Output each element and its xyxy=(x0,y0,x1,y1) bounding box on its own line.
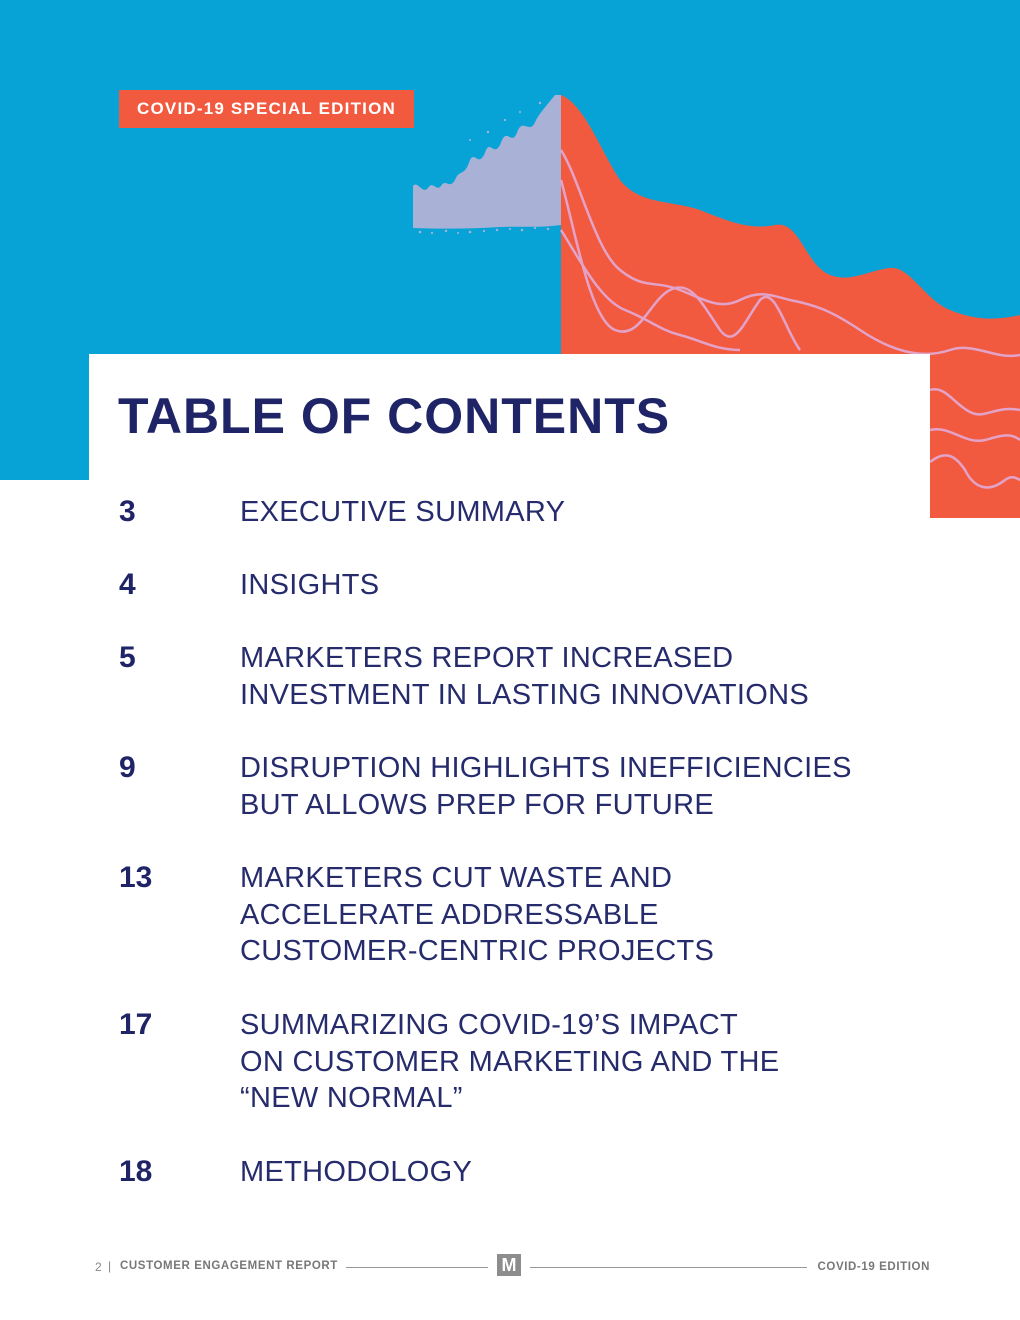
footer-page-number: 2 xyxy=(95,1260,102,1274)
toc-page-number: 17 xyxy=(119,1008,153,1041)
toc-panel xyxy=(89,354,930,534)
toc-entry-title: DISRUPTION HIGHLIGHTS INEFFICIENCIES BUT… xyxy=(240,752,852,821)
toc-page-number: 9 xyxy=(119,751,136,784)
toc-page-number: 5 xyxy=(119,641,136,674)
toc-entry-title: INSIGHTS xyxy=(240,569,380,601)
toc-page-number: 18 xyxy=(119,1155,153,1188)
footer-rule-left xyxy=(346,1267,488,1268)
footer-edition-label: COVID-19 EDITION xyxy=(817,1261,930,1273)
footer-separator: | xyxy=(108,1259,112,1273)
toc-entry-title: METHODOLOGY xyxy=(240,1156,473,1188)
lavender-peak xyxy=(413,95,561,229)
footer-rule-right xyxy=(530,1267,807,1268)
toc-entry-title: EXECUTIVE SUMMARY xyxy=(240,496,566,528)
toc-title: TABLE OF CONTENTS xyxy=(118,388,671,444)
pink-lines xyxy=(559,149,1020,489)
toc-entry-title: MARKETERS CUT WASTE AND ACCELERATE ADDRE… xyxy=(240,862,715,968)
toc-entry-title: SUMMARIZING COVID-19’S IMPACT ON CUSTOME… xyxy=(240,1009,780,1115)
stipple-dots xyxy=(418,101,550,235)
page-footer: 2 | CUSTOMER ENGAGEMENT REPORT M COVID-1… xyxy=(0,1250,1020,1290)
brand-logo-icon: M xyxy=(497,1254,521,1276)
toc-page-number: 13 xyxy=(119,861,153,894)
special-edition-badge: COVID-19 SPECIAL EDITION xyxy=(119,90,414,128)
toc-page-number: 4 xyxy=(119,568,136,601)
toc-entry-title: MARKETERS REPORT INCREASED INVESTMENT IN… xyxy=(240,642,810,711)
toc-page-number: 3 xyxy=(119,495,136,528)
footer-report-title: CUSTOMER ENGAGEMENT REPORT xyxy=(120,1260,338,1272)
